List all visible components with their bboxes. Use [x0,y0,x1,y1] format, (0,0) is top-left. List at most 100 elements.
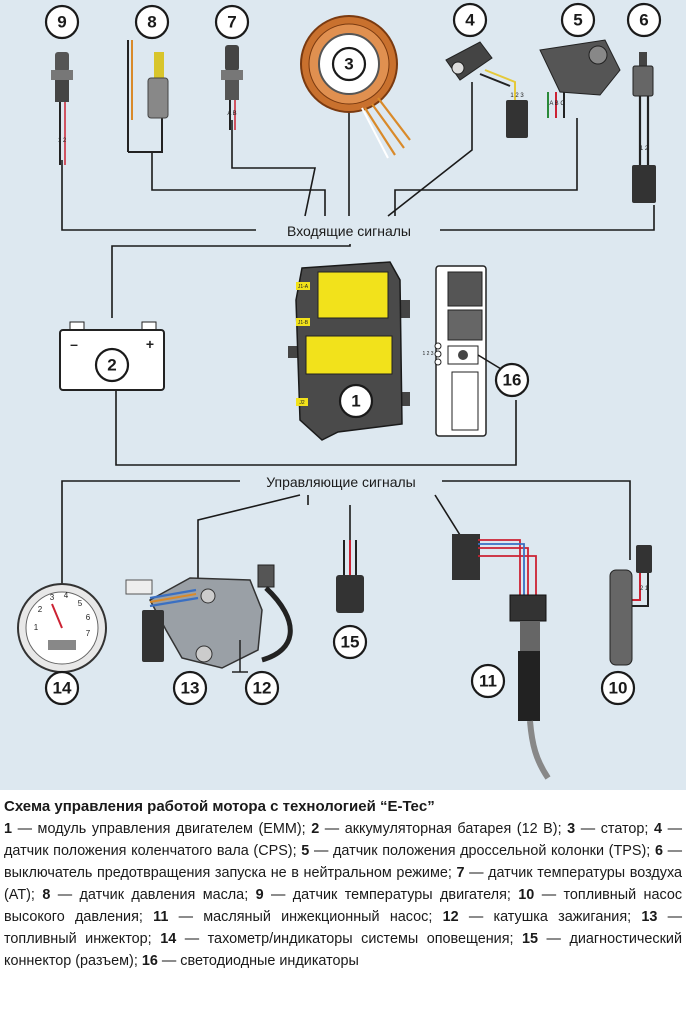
legend-number-11: 11 [153,909,169,925]
svg-text:3: 3 [344,55,353,74]
tach-number-7: 7 [86,629,91,638]
legend-number-8: 8 [42,887,51,903]
legend-number-3: 3 [567,821,576,837]
sensor-9-pins: 1 2 [58,138,67,144]
legend-text-10: — топливный насос высокого давления; [4,887,683,925]
callout-15: 15 [332,624,368,660]
wiring-diagram: Входящие сигналы Управляющие сигналы 1 2… [17,2,662,780]
legend-text-4: — датчик положения коленчатого вала (CPS… [4,821,682,859]
callout-10: 10 [600,670,636,706]
neutral-start-switch: 1 2 [632,52,656,203]
legend-text-9: — датчик температуры двигателя; [263,887,519,903]
legend-text-3: — статор; [575,821,655,837]
svg-text:12: 12 [253,679,272,698]
svg-text:14: 14 [53,679,72,698]
input-signals-label-group: Входящие сигналы [256,221,440,241]
svg-text:9: 9 [57,13,66,32]
crankshaft-position-sensor: 1 2 3 [445,41,528,138]
legend-number-15: 15 [522,931,539,947]
legend-text-13: — топливный инжектор; [4,909,683,947]
tach-number-3: 3 [50,593,55,602]
legend-number-13: 13 [641,909,658,925]
legend-text-16: — светодиодные индикаторы [157,953,359,969]
callout-5: 5 [560,2,596,38]
callout-2: 2 [94,347,130,383]
sensor-6-pins: 1 2 [640,146,649,152]
legend-text-8: — датчик давления масла; [50,887,256,903]
tachometer: 1 2 3 4 5 6 7 [17,583,107,673]
callout-12: 12 [244,670,280,706]
led-pins: 1 2 3 [422,351,433,357]
output-signals-label-group: Управляющие сигналы [240,472,442,492]
emm-label-j1b: J1-B [298,320,309,326]
legend-text-7: — датчик температуры воздуха (AT); [4,865,682,903]
led-indicator-block: 1 2 3 [422,265,507,437]
figure-caption: Схема управления работой мотора с технол… [4,796,682,972]
svg-text:6: 6 [639,11,648,30]
sensor-7-pins: A B [227,111,236,117]
diagnostic-connector [336,540,364,613]
legend-text-2: — аккумуляторная батарея (12 В); [319,821,568,837]
svg-text:16: 16 [503,371,522,390]
battery-plus-sign: + [146,336,154,352]
legend-number-2: 2 [311,821,320,837]
air-temperature-sensor: A B [221,45,243,130]
svg-text:2: 2 [107,356,116,375]
callout-8: 8 [134,4,170,40]
svg-text:5: 5 [573,11,582,30]
sensor-5-pins: A B C [549,101,565,107]
legend-number-10: 10 [518,887,535,903]
tach-number-5: 5 [78,599,83,608]
callout-11: 11 [470,663,506,699]
sensor-4-pins: 1 2 3 [510,93,524,99]
legend-number-9: 9 [255,887,264,903]
legend-text-14: — тахометр/индикаторы системы оповещения… [176,931,523,947]
ignition-coil [232,564,293,673]
input-signal-wires [61,82,655,318]
throttle-position-sensor: A B C [539,39,621,118]
legend-number-14: 14 [160,931,177,947]
emm-label-j2: J2 [299,400,305,406]
legend-text-5: — датчик положения дроссельной колонки (… [309,843,655,859]
caption-legend: 1 — модуль управления двигателем (EMM); … [4,818,682,972]
svg-text:15: 15 [341,633,360,652]
svg-text:10: 10 [609,679,628,698]
legend-number-4: 4 [654,821,663,837]
oil-pressure-sensor [127,40,169,153]
svg-text:11: 11 [479,672,497,691]
callout-13: 13 [172,670,208,706]
oil-injection-pump [452,534,551,780]
output-signals-label: Управляющие сигналы [266,474,415,490]
callout-7: 7 [214,4,250,40]
callout-4: 4 [452,2,488,38]
tach-number-1: 1 [34,623,39,632]
fuel-injector [125,577,263,669]
stator [300,15,411,159]
svg-text:7: 7 [227,13,236,32]
tach-number-6: 6 [86,613,91,622]
input-signals-label: Входящие сигналы [287,223,411,239]
svg-text:4: 4 [465,11,475,30]
legend-number-16: 16 [141,953,158,969]
legend-text-12: — катушка зажигания; [458,909,642,925]
svg-text:1: 1 [351,392,360,411]
legend-text-15: — диагностический коннектор (разъем); [4,931,682,969]
legend-text-11: — масляный инжекционный насос; [168,909,443,925]
emm-label-j1a: J1-A [298,284,309,290]
legend-number-5: 5 [301,843,310,859]
callout-9: 9 [44,4,80,40]
svg-text:8: 8 [147,13,156,32]
legend-number-12: 12 [442,909,459,925]
callout-14: 14 [44,670,80,706]
tach-number-2: 2 [38,605,43,614]
caption-title: Схема управления работой мотора с технол… [4,798,435,815]
battery-minus-sign: – [70,336,78,352]
engine-temperature-sensor: 1 2 [51,52,73,165]
callout-1: 1 [338,383,374,419]
legend-number-6: 6 [654,843,663,859]
pump-10-pins: 2 1 [640,586,649,592]
callout-6: 6 [626,2,662,38]
legend-number-7: 7 [456,865,465,881]
legend-text-1: — модуль управления двигателем (EMM); [12,821,312,837]
high-pressure-fuel-pump: 2 1 [609,545,652,666]
